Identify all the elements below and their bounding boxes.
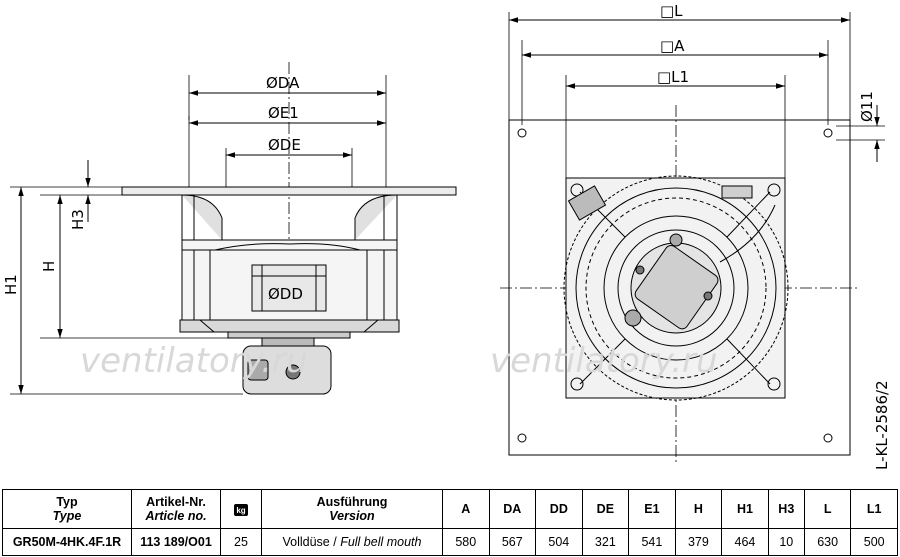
header-h3: H3	[767, 489, 805, 529]
cell-h3: 10	[767, 528, 805, 556]
cell-weight: 25	[220, 528, 262, 556]
cell-da: 567	[488, 528, 537, 556]
cell-de: 321	[581, 528, 630, 556]
top-view	[500, 12, 885, 465]
header-l: L	[803, 489, 852, 529]
header-h: H	[674, 489, 723, 529]
dim-e1-label: ØE1	[268, 104, 299, 122]
technical-drawing: ØDA ØE1 ØDE ØDD H1 H H3	[2, 2, 891, 470]
cell-version: Volldüse / Full bell mouth	[261, 528, 443, 556]
header-type: Typ Type	[2, 489, 132, 529]
header-dd: DD	[535, 489, 583, 529]
header-a: A	[442, 489, 490, 529]
header-e1: E1	[628, 489, 676, 529]
dim-hole-label: Ø11	[858, 91, 876, 122]
weight-icon: kg	[234, 504, 248, 516]
side-view	[10, 62, 457, 395]
drawing-id: L-KL-2586/2	[873, 380, 891, 470]
dim-h3-label: H3	[69, 209, 87, 230]
cell-dd: 504	[535, 528, 583, 556]
header-version: Ausführung Version	[261, 489, 443, 529]
dim-dd-label: ØDD	[268, 285, 303, 303]
header-de: DE	[581, 489, 630, 529]
cell-a: 580	[442, 528, 490, 556]
spec-table-header: Typ Type Artikel-Nr. Article no. kg Ausf…	[2, 489, 898, 529]
cell-l: 630	[803, 528, 852, 556]
header-article: Artikel-Nr. Article no.	[131, 489, 221, 529]
cell-article: 113 189/O01	[131, 528, 221, 556]
dim-l1-label: □L1	[657, 68, 689, 86]
header-da: DA	[488, 489, 537, 529]
cell-h1: 464	[721, 528, 769, 556]
table-row: GR50M-4HK.4F.1R 113 189/O01 25 Volldüse …	[2, 528, 898, 556]
header-h1: H1	[721, 489, 769, 529]
cell-l1: 500	[850, 528, 898, 556]
header-weight: kg	[220, 489, 262, 529]
watermark-left: ventilatory.ru	[80, 341, 308, 381]
spec-table: Typ Type Artikel-Nr. Article no. kg Ausf…	[2, 489, 898, 556]
dim-h1-label: H1	[2, 274, 20, 295]
dim-l-label: □L	[660, 2, 683, 20]
watermark-right: ventilatory.ru	[490, 341, 718, 381]
dim-a-label: □A	[660, 37, 685, 55]
cell-type: GR50M-4HK.4F.1R	[2, 528, 132, 556]
dim-de-label: ØDE	[268, 136, 301, 154]
dim-da-label: ØDA	[266, 74, 300, 92]
header-l1: L1	[850, 489, 898, 529]
dim-h-label: H	[40, 261, 58, 272]
cell-e1: 541	[628, 528, 676, 556]
cell-h: 379	[674, 528, 723, 556]
